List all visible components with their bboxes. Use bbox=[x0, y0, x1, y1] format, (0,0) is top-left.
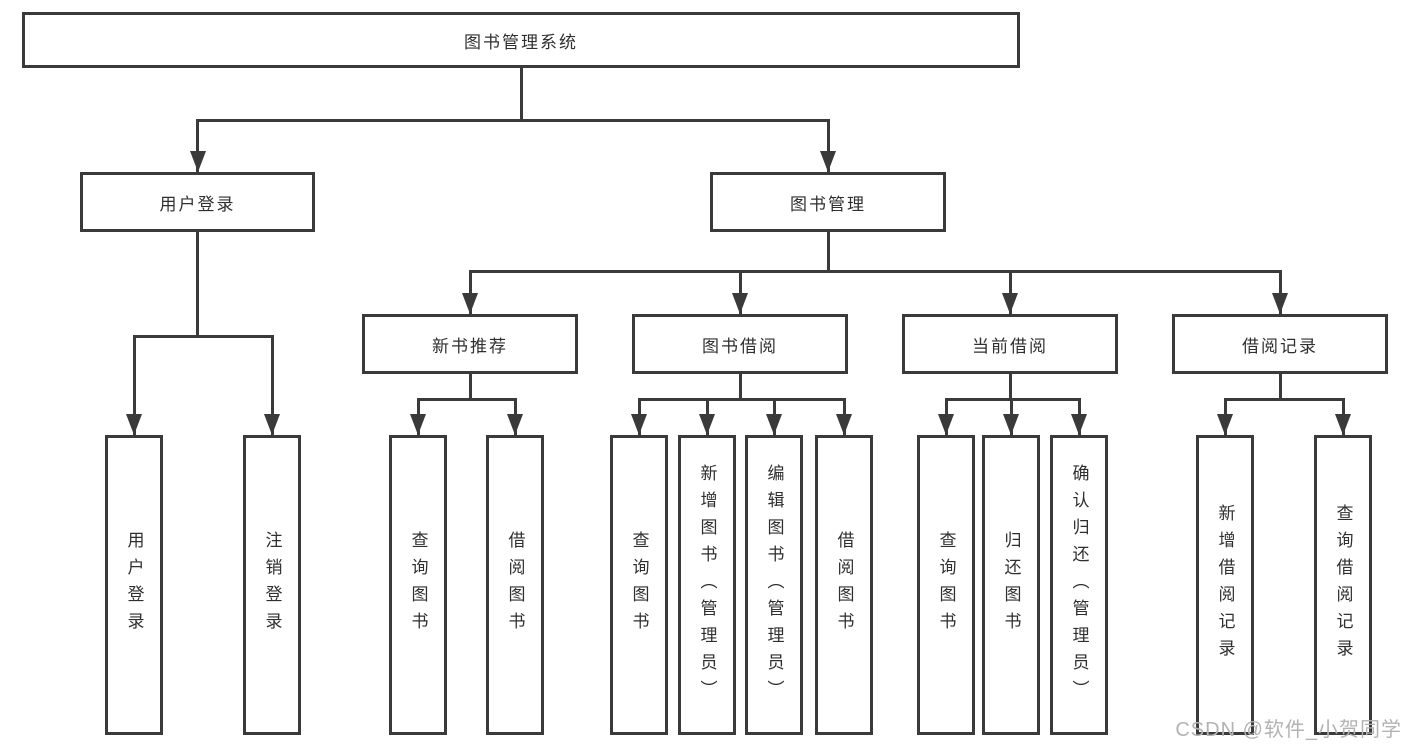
leaf-bor-borrow-books: 借阅图书 bbox=[815, 435, 873, 735]
leaf-bor-add-books-admin: 新增图书（管理员） bbox=[678, 435, 736, 735]
connector-drop-logout-leaf bbox=[271, 335, 274, 435]
node-borrow-records-label: 借阅记录 bbox=[1242, 336, 1318, 356]
leaf-rec-query-books: 查询图书 bbox=[389, 435, 447, 735]
arrowhead-logout-leaf bbox=[264, 414, 280, 435]
leaf-rec-borrow-books-label: 借阅图书 bbox=[505, 531, 525, 639]
node-borrow-records: 借阅记录 bbox=[1172, 314, 1388, 374]
connector-drop-current-borrow bbox=[1009, 270, 1012, 314]
leaf-rc-query-record-label: 查询借阅记录 bbox=[1333, 504, 1353, 666]
leaf-rc-add-record-label: 新增借阅记录 bbox=[1215, 504, 1235, 666]
node-root: 图书管理系统 bbox=[22, 12, 1020, 68]
node-book-borrow: 图书借阅 bbox=[632, 314, 848, 374]
connector-records-branch bbox=[1224, 398, 1344, 401]
node-root-label: 图书管理系统 bbox=[464, 32, 578, 52]
leaf-cur-confirm-return-admin-label: 确认归还（管理员） bbox=[1069, 463, 1089, 707]
arrowhead-cur-return bbox=[1003, 414, 1019, 435]
arrowhead-rc-add bbox=[1217, 414, 1233, 435]
connector-records-stub bbox=[1279, 374, 1282, 398]
leaf-logout-label: 注销登录 bbox=[262, 531, 282, 639]
node-new-book-rec: 新书推荐 bbox=[362, 314, 578, 374]
connector-user-login-branch bbox=[133, 335, 273, 338]
leaf-cur-return-books-label: 归还图书 bbox=[1001, 531, 1021, 639]
arrowhead-user-login bbox=[190, 151, 206, 172]
connector-drop-book-borrow bbox=[739, 270, 742, 314]
leaf-bor-borrow-books-label: 借阅图书 bbox=[834, 531, 854, 639]
node-new-book-rec-label: 新书推荐 bbox=[432, 336, 508, 356]
leaf-bor-edit-books-admin: 编辑图书（管理员） bbox=[745, 435, 803, 735]
connector-level3-branch bbox=[469, 270, 1282, 273]
leaf-cur-query-books: 查询图书 bbox=[917, 435, 975, 735]
arrowhead-bor-borrow bbox=[836, 414, 852, 435]
connector-new-rec-stub bbox=[469, 374, 472, 398]
leaf-logout: 注销登录 bbox=[243, 435, 301, 735]
connector-root-stub bbox=[520, 68, 523, 122]
arrowhead-rec-query bbox=[410, 414, 426, 435]
node-current-borrow-label: 当前借阅 bbox=[972, 336, 1048, 356]
arrowhead-bor-query bbox=[631, 414, 647, 435]
connector-current-stub bbox=[1009, 374, 1012, 398]
csdn-watermark: CSDN @软件_小贺同学 bbox=[1175, 719, 1402, 741]
node-user-login-label: 用户登录 bbox=[159, 194, 236, 214]
leaf-bor-edit-books-admin-label: 编辑图书（管理员） bbox=[764, 463, 784, 707]
connector-book-mgmt-stub bbox=[827, 232, 830, 270]
node-user-login: 用户登录 bbox=[80, 172, 315, 232]
connector-drop-login-leaf bbox=[133, 335, 136, 435]
leaf-cur-return-books: 归还图书 bbox=[982, 435, 1040, 735]
leaf-user-login-label: 用户登录 bbox=[124, 531, 144, 639]
arrowhead-rc-query bbox=[1335, 414, 1351, 435]
arrowhead-login-leaf bbox=[126, 414, 142, 435]
connector-drop-book-mgmt bbox=[827, 119, 830, 172]
node-book-mgmt: 图书管理 bbox=[710, 172, 946, 232]
arrowhead-bor-add bbox=[699, 414, 715, 435]
arrowhead-cur-query bbox=[938, 414, 954, 435]
leaf-cur-query-books-label: 查询图书 bbox=[936, 531, 956, 639]
connector-book-borrow-branch bbox=[638, 398, 845, 401]
arrowhead-new-rec bbox=[462, 293, 478, 314]
connector-user-login-stub bbox=[196, 232, 199, 335]
connector-drop-borrow-records bbox=[1279, 270, 1282, 314]
arrowhead-borrow-records bbox=[1272, 293, 1288, 314]
node-book-mgmt-label: 图书管理 bbox=[790, 194, 866, 214]
arrowhead-rec-borrow bbox=[507, 414, 523, 435]
arrowhead-book-borrow bbox=[732, 293, 748, 314]
connector-drop-new-rec bbox=[469, 270, 472, 314]
arrowhead-bor-edit bbox=[766, 414, 782, 435]
connector-drop-user-login bbox=[196, 119, 199, 172]
arrowhead-current-borrow bbox=[1002, 293, 1018, 314]
leaf-cur-confirm-return-admin: 确认归还（管理员） bbox=[1050, 435, 1108, 735]
leaf-bor-query-books-label: 查询图书 bbox=[629, 531, 649, 639]
connector-new-rec-branch bbox=[417, 398, 517, 401]
leaf-rc-add-record: 新增借阅记录 bbox=[1196, 435, 1254, 735]
arrowhead-book-mgmt bbox=[820, 151, 836, 172]
connector-book-borrow-stub bbox=[739, 374, 742, 398]
leaf-rec-query-books-label: 查询图书 bbox=[408, 531, 428, 639]
leaf-bor-query-books: 查询图书 bbox=[610, 435, 668, 735]
leaf-user-login: 用户登录 bbox=[105, 435, 163, 735]
node-current-borrow: 当前借阅 bbox=[902, 314, 1118, 374]
leaf-rc-query-record: 查询借阅记录 bbox=[1314, 435, 1372, 735]
connector-level1-branch bbox=[196, 119, 830, 122]
arrowhead-cur-confirm bbox=[1071, 414, 1087, 435]
leaf-bor-add-books-admin-label: 新增图书（管理员） bbox=[697, 463, 717, 707]
node-book-borrow-label: 图书借阅 bbox=[702, 336, 778, 356]
leaf-rec-borrow-books: 借阅图书 bbox=[486, 435, 544, 735]
